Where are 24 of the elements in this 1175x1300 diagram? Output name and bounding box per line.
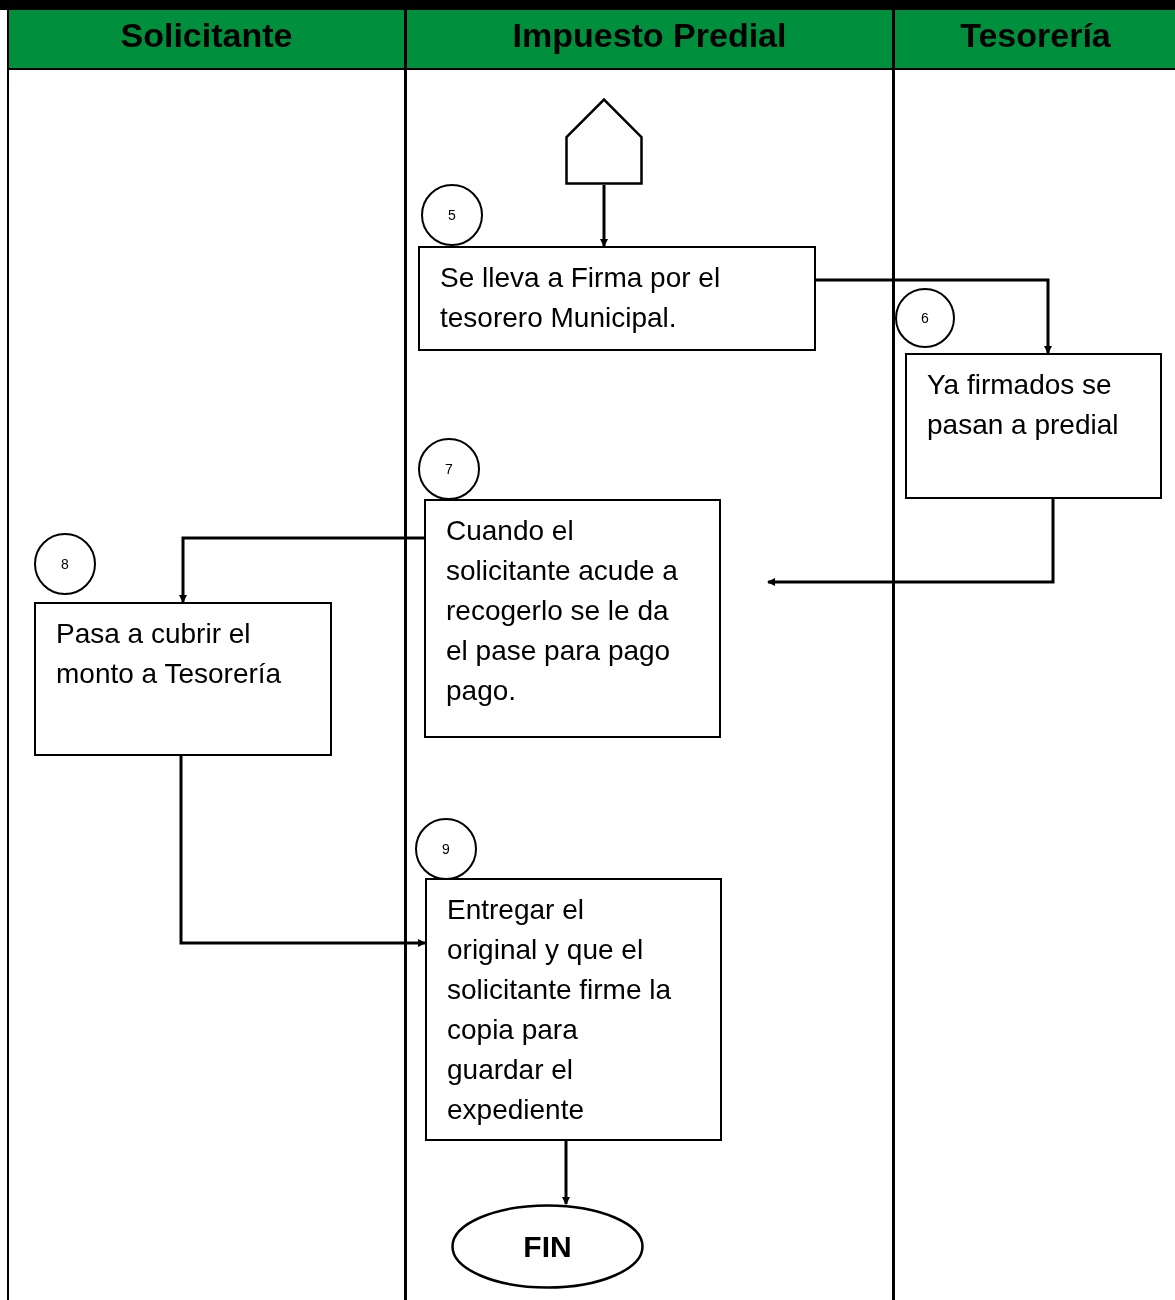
swimlane [893, 10, 1175, 1300]
arrow [562, 1141, 570, 1205]
arrow [179, 756, 426, 947]
swimlane [7, 10, 405, 1300]
off-page-connector [565, 98, 643, 185]
lane-header: Impuesto Predial [407, 10, 892, 70]
step-number-circle: 9 [415, 818, 477, 880]
process-box: Pasa a cubrir el monto a Tesorería [34, 602, 332, 756]
process-box: Entregar el original y que el solicitante firme la copia para guardar el expediente [425, 878, 722, 1141]
lane-header: Solicitante [9, 10, 404, 70]
process-box: Se lleva a Firma por el tesorero Municipal. [418, 246, 816, 351]
arrow [816, 278, 1052, 354]
step-number-circle: 7 [418, 438, 480, 500]
step-number-circle: 5 [421, 184, 483, 246]
step-number-circle: 6 [895, 288, 955, 348]
swimlane [405, 10, 893, 1300]
process-box: Ya firmados se pasan a predial [905, 353, 1162, 499]
arrow [767, 499, 1055, 586]
process-box: Cuando el solicitante acude a recogerlo se le da el pase para pago pago. [424, 499, 721, 738]
arrow [179, 536, 424, 603]
step-number-circle: 8 [34, 533, 96, 595]
arrow [600, 185, 608, 247]
terminator-ellipse: FIN [451, 1204, 644, 1289]
lane-header: Tesorería [895, 10, 1175, 70]
